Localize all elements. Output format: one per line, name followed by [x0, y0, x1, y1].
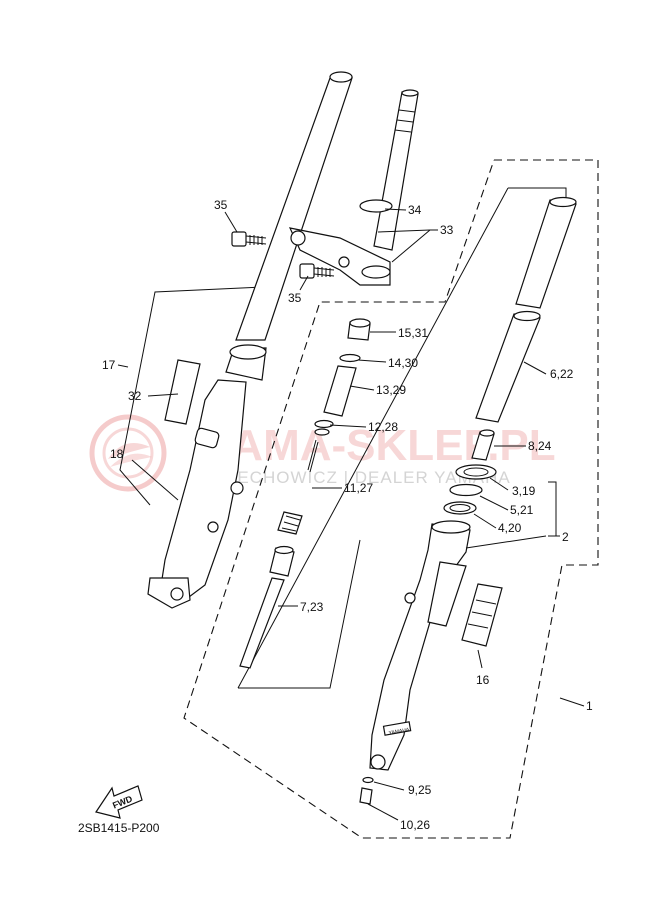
callout-7-23: 7,23 [300, 600, 324, 614]
reflector-32 [164, 359, 201, 425]
fork-spring-11 [277, 439, 319, 535]
callout-4-20: 4,20 [498, 521, 522, 535]
callout-8-24: 8,24 [528, 439, 552, 453]
gasket-9 [362, 776, 374, 784]
clip-5 [449, 483, 483, 497]
bracket-outer-tube-17 [119, 286, 263, 506]
callout-17: 17 [102, 358, 116, 372]
callout-2: 2 [562, 530, 569, 544]
callout-35-upper: 35 [214, 198, 228, 212]
assembly-boundary-right [183, 159, 599, 839]
spacer-13 [323, 365, 357, 417]
callout-13-29: 13,29 [376, 383, 406, 397]
callout-3-19: 3,19 [512, 484, 536, 498]
oil-seal-3 [455, 464, 497, 480]
callout-labels: 35 34 33 35 15,31 14,30 13,29 12,28 11,2… [102, 198, 593, 832]
dust-seal-4 [443, 501, 477, 515]
fwd-direction-arrow: FWD [95, 785, 143, 819]
inner-tube-6 [475, 196, 577, 423]
watermark-sub-text: W.JECHOWICZ | DEALER YAMAHA [206, 468, 511, 487]
washer-12 [314, 419, 334, 436]
slide-metal-8 [471, 429, 495, 461]
callout-1: 1 [586, 699, 593, 713]
callout-18: 18 [110, 447, 124, 461]
cap-bolt-15 [347, 318, 371, 341]
callout-5-21: 5,21 [510, 503, 534, 517]
damper-rod-7 [239, 545, 295, 669]
callout-34: 34 [408, 203, 422, 217]
callout-10-26: 10,26 [400, 818, 430, 832]
bolt-35-lower [299, 263, 335, 279]
callout-16: 16 [476, 673, 490, 687]
bracket-inner-fork-group [237, 187, 567, 689]
o-ring-14 [339, 353, 361, 363]
fork-upper-tube [225, 71, 353, 381]
bolt-35-upper [231, 231, 267, 247]
drain-bolt-10 [359, 787, 373, 805]
reflector-16 [461, 583, 503, 647]
callout-6-22: 6,22 [550, 367, 574, 381]
callout-14-30: 14,30 [388, 356, 418, 370]
steering-stem-assembly [288, 89, 419, 286]
callout-35-lower: 35 [288, 291, 302, 305]
callout-9-25: 9,25 [408, 783, 432, 797]
outer-tube-2: YAMAHA [369, 520, 471, 771]
callout-12-28: 12,28 [368, 420, 398, 434]
watermark: YAMA-SKLEP.PL W.JECHOWICZ | DEALER YAMAH… [89, 414, 556, 492]
fork-brand-mark: YAMAHA [388, 727, 410, 737]
callout-15-31: 15,31 [398, 326, 428, 340]
callout-32: 32 [128, 389, 142, 403]
callout-11-27: 11,27 [344, 481, 373, 495]
leader-lines [117, 208, 585, 821]
fork-outer-tube-left [147, 379, 247, 609]
diagram-code: 2SB1415-P200 [78, 821, 160, 835]
callout-33: 33 [440, 223, 454, 237]
